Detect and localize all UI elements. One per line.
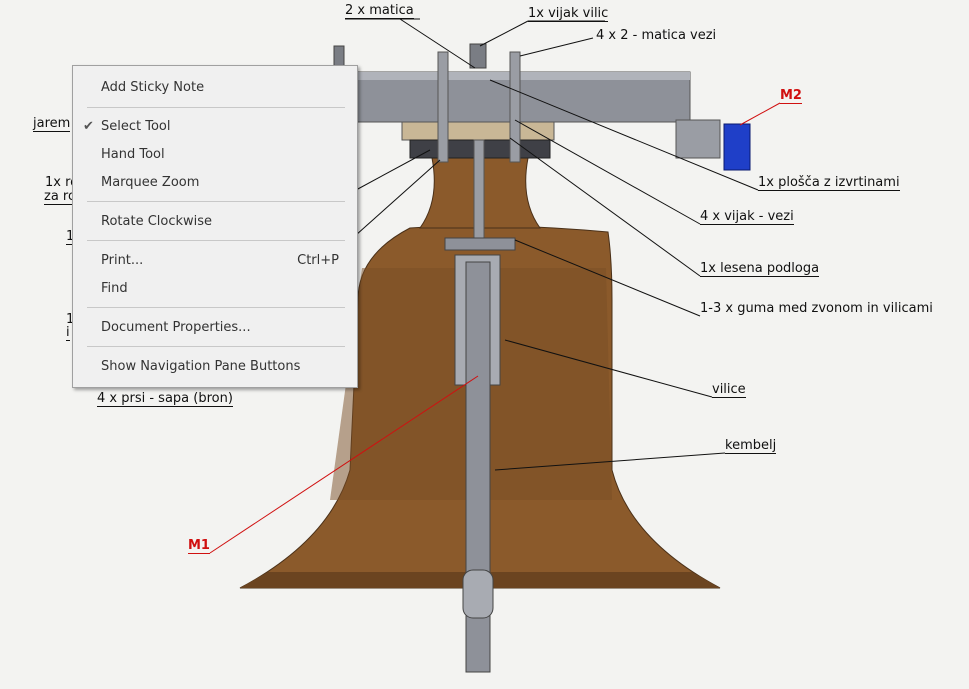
- label-left3b: i: [66, 325, 70, 341]
- label-vilice: vilice: [712, 382, 746, 398]
- fork-bolt: [473, 139, 485, 241]
- menu-item-shortcut: Ctrl+P: [297, 253, 339, 268]
- bolt: [509, 51, 521, 163]
- menu-item-label: Marquee Zoom: [101, 175, 200, 190]
- label-guma: 1-3 x guma med zvonom in vilicami: [700, 301, 933, 316]
- menu-item-marquee-zoom[interactable]: Marquee Zoom: [73, 171, 357, 195]
- label-lesena-podloga: 1x lesena podloga: [700, 261, 820, 277]
- menu-item-rotate-clockwise[interactable]: Rotate Clockwise: [73, 210, 357, 234]
- menu-separator: [87, 107, 345, 108]
- bolt: [437, 51, 449, 163]
- menu-item-find[interactable]: Find: [73, 277, 357, 301]
- nut: [469, 43, 487, 69]
- menu-separator: [87, 240, 345, 241]
- leader-lines: [345, 18, 759, 471]
- label-left1b: za ro: [44, 189, 76, 205]
- checkmark-icon: ✔: [83, 119, 94, 134]
- menu-item-label: Add Sticky Note: [101, 80, 205, 95]
- label-prsi: 4 x prsi - sapa (bron): [97, 391, 233, 407]
- clapper-ball: [462, 569, 494, 619]
- menu-item-hand-tool[interactable]: Hand Tool: [73, 143, 357, 167]
- menu-item-select-tool[interactable]: ✔ Select Tool: [73, 115, 357, 139]
- menu-item-label: Hand Tool: [101, 147, 165, 162]
- red-leader-lines: [209, 102, 781, 554]
- menu-item-label: Print...: [101, 253, 144, 268]
- bracket: [675, 119, 721, 159]
- label-kembelj: kembelj: [725, 438, 777, 454]
- label-vijak-vezi: 4 x vijak - vezi: [700, 209, 794, 225]
- context-menu: Add Sticky Note ✔ Select Tool Hand Tool M…: [72, 65, 358, 388]
- wooden-pad: [401, 121, 555, 141]
- menu-item-label: Find: [101, 281, 128, 296]
- label-left1a: 1x ro: [45, 175, 79, 190]
- label-2x-matica: 2 x matica: [345, 3, 414, 19]
- menu-item-add-sticky-note[interactable]: Add Sticky Note: [73, 76, 357, 100]
- label-left2: 1: [66, 229, 75, 245]
- menu-item-label: Rotate Clockwise: [101, 214, 213, 229]
- fork-plate: [444, 237, 516, 251]
- menu-item-label: Select Tool: [101, 119, 171, 134]
- menu-item-print[interactable]: Print... Ctrl+P: [73, 249, 357, 273]
- menu-separator: [87, 201, 345, 202]
- menu-separator: [87, 307, 345, 308]
- label-m1: M1: [188, 538, 210, 554]
- label-m2: M2: [780, 88, 802, 104]
- menu-separator: [87, 346, 345, 347]
- label-left3a: 1: [66, 312, 75, 327]
- label-plosca: 1x plošča z izvrtinami: [758, 175, 900, 191]
- menu-item-show-navigation-pane-buttons[interactable]: Show Navigation Pane Buttons: [73, 355, 357, 379]
- menu-item-document-properties[interactable]: Document Properties...: [73, 316, 357, 340]
- label-vijak-vilic: 1x vijak vilic: [528, 6, 609, 22]
- motor-m2: [723, 123, 751, 171]
- menu-item-label: Document Properties...: [101, 320, 251, 335]
- label-jarem: jarem: [33, 116, 71, 132]
- menu-item-label: Show Navigation Pane Buttons: [101, 359, 301, 374]
- label-matica-vezi: 4 x 2 - matica vezi: [596, 28, 717, 43]
